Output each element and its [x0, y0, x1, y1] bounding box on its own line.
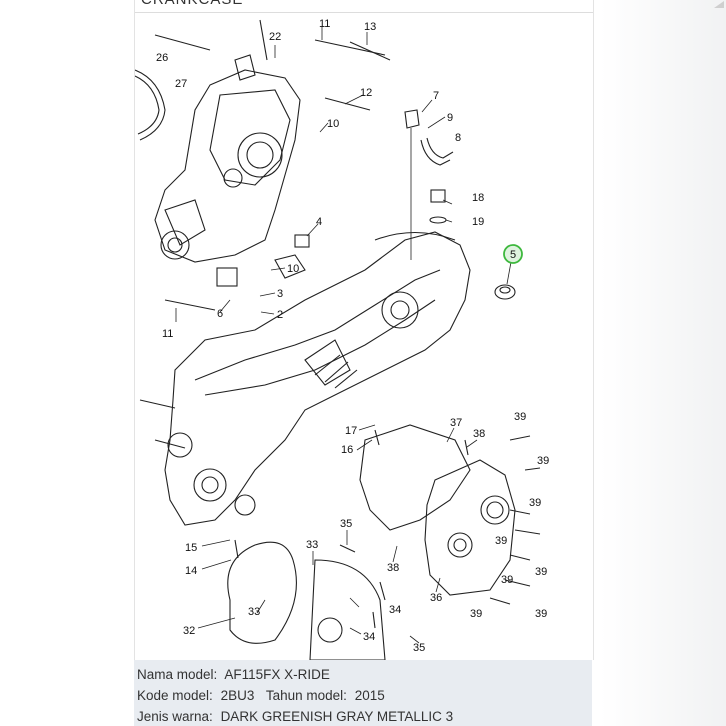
callout-39-h: 39	[535, 608, 547, 620]
callout-10-b: 10	[287, 263, 299, 275]
model-code-row: Kode model: 2BU3 Tahun model: 2015	[137, 688, 385, 703]
callout-4: 4	[316, 216, 322, 228]
callout-39-e: 39	[535, 566, 547, 578]
callout-5: 5	[510, 249, 516, 261]
callout-26: 26	[156, 52, 168, 64]
parts-diagram-panel[interactable]: CRANKCASE	[134, 0, 594, 660]
callout-labels: 22 11 13 26 27 12 10 7 9 8 18 19 4 5 10 …	[156, 18, 549, 654]
exploded-parts-diagram: 22 11 13 26 27 12 10 7 9 8 18 19 4 5 10 …	[135, 18, 549, 660]
callout-35-b: 35	[413, 642, 425, 654]
callout-8: 8	[455, 132, 461, 144]
callout-10: 10	[327, 118, 339, 130]
callout-13: 13	[364, 21, 376, 33]
callout-11-b: 11	[162, 328, 173, 340]
callout-7: 7	[433, 90, 439, 102]
diagram-header: CRANKCASE	[135, 0, 593, 13]
callout-36: 36	[430, 592, 442, 604]
callout-39-f: 39	[501, 574, 513, 586]
callout-12: 12	[360, 87, 372, 99]
bush-5-drawing	[494, 284, 516, 300]
collar-4-drawing	[294, 234, 310, 248]
bearing-6-drawing	[216, 267, 238, 287]
callout-11: 11	[319, 18, 330, 30]
pipe-7-8-drawing	[404, 109, 454, 260]
callout-34: 34	[389, 604, 401, 616]
scroll-corner-icon	[714, 1, 724, 8]
color-label: Jenis warna:	[137, 709, 213, 724]
model-year-value: 2015	[354, 688, 385, 703]
callout-37: 37	[450, 417, 462, 429]
callout-39-c: 39	[529, 497, 541, 509]
right-crankcase-drawing	[164, 231, 471, 526]
callout-16: 16	[341, 444, 353, 456]
bolts-drawing	[139, 19, 541, 629]
callout-2: 2	[277, 309, 283, 321]
model-name-label: Nama model:	[137, 667, 218, 682]
color-value: DARK GREENISH GRAY METALLIC 3	[220, 709, 454, 724]
model-code-value: 2BU3	[220, 688, 255, 703]
model-info-panel: Nama model: AF115FX X-RIDE Kode model: 2…	[134, 660, 592, 726]
callout-14: 14	[185, 565, 197, 577]
model-name-value: AF115FX X-RIDE	[224, 667, 330, 682]
model-code-label: Kode model:	[137, 688, 213, 703]
callout-9: 9	[447, 112, 453, 124]
callout-38: 38	[473, 428, 485, 440]
callout-27: 27	[175, 78, 187, 90]
cover-35-drawing	[309, 559, 386, 660]
callout-39-d: 39	[495, 535, 507, 547]
callout-35: 35	[340, 518, 352, 530]
left-crankcase-drawing	[154, 54, 306, 279]
callout-6: 6	[217, 308, 223, 320]
model-name-row: Nama model: AF115FX X-RIDE	[137, 667, 330, 682]
callout-22: 22	[269, 31, 281, 43]
callout-15: 15	[185, 542, 197, 554]
highlight-ring	[503, 244, 523, 264]
gasket-32-drawing	[227, 541, 297, 644]
color-row: Jenis warna: DARK GREENISH GRAY METALLIC…	[137, 709, 453, 724]
callout-33-b: 33	[248, 606, 260, 618]
callout-32: 32	[183, 625, 195, 637]
callout-38-b: 38	[387, 562, 399, 574]
callout-39-b: 39	[537, 455, 549, 467]
leader-lines	[175, 27, 512, 644]
transmission-cover-drawing	[359, 424, 516, 596]
callout-18: 18	[472, 192, 484, 204]
callout-3: 3	[277, 288, 283, 300]
callout-39-g: 39	[470, 608, 482, 620]
model-year-label: Tahun model:	[265, 688, 347, 703]
callout-39-a: 39	[514, 411, 526, 423]
oring-26-drawing	[135, 69, 166, 141]
background-gradient	[600, 0, 726, 726]
diagram-title: CRANKCASE	[141, 0, 243, 8]
plug-18-drawing	[429, 189, 447, 224]
callout-17: 17	[345, 425, 357, 437]
callout-34-b: 34	[363, 631, 375, 643]
callout-33: 33	[306, 539, 318, 551]
callout-19: 19	[472, 216, 484, 228]
